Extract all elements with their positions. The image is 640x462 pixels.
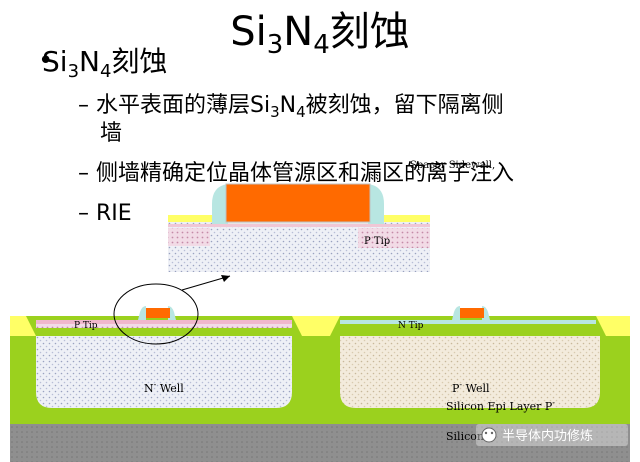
bullet-dot: • (38, 46, 54, 76)
watermark: 半导体内功修炼 (476, 424, 628, 446)
center-isolation (292, 316, 340, 336)
inset-surface-layer (168, 224, 430, 227)
watermark-text: 半导体内功修炼 (502, 428, 593, 444)
substrate-label: Silicon (446, 430, 484, 443)
inset-right-spacer (368, 184, 384, 224)
inset-left-tip (168, 228, 210, 246)
magnifier-ellipse (113, 283, 199, 345)
left-gate-spacer-left (138, 306, 146, 320)
left-p-tip-region (36, 324, 292, 328)
n-well (36, 336, 292, 408)
inset-p-tip (358, 228, 430, 248)
inset-gate (225, 183, 371, 223)
dash-rie: – RIE (78, 201, 132, 226)
inset-right-oxide (376, 215, 430, 222)
left-gate (146, 308, 170, 318)
slide-title: Si3N4刻蚀 (230, 9, 410, 60)
inset-magnified-gate: P Tip Spacer Sidewall, (168, 160, 495, 272)
dash-horizontal-etch-wrap: 墙 (100, 121, 123, 146)
n-tip-label: N Tip (398, 321, 424, 331)
magnifier-arrow (181, 275, 231, 291)
right-gate (460, 308, 484, 318)
n-well-label: N- Well (144, 380, 184, 395)
right-surface-oxide (340, 320, 596, 324)
dash-horizontal-etch: – 水平表面的薄层Si3N4被刻蚀，留下隔离侧 (78, 93, 504, 121)
left-isolation (10, 316, 36, 336)
p-well (340, 336, 600, 408)
dash-spacer-implant: – 侧墙精确定位晶体管源区和漏区的离子注入 (78, 161, 514, 186)
left-surface-implant (36, 320, 292, 324)
inset-p-tip-label: P Tip (364, 236, 390, 247)
inset-left-oxide (168, 215, 222, 222)
p-tip-label: P Tip (74, 321, 98, 331)
inset-left-spacer (212, 184, 228, 224)
p-well-label: P- Well (452, 380, 490, 395)
spacer-sidewall-label: Spacer Sidewall, (410, 160, 495, 171)
silicon-substrate (10, 424, 630, 462)
bullet-etch: Si3N4刻蚀 (42, 45, 168, 82)
right-gate-spacer-left (452, 306, 460, 320)
arrow-head (221, 275, 230, 282)
right-isolation (596, 316, 630, 336)
wechat-icon (481, 427, 497, 443)
epi-layer-label: Silicon Epi Layer P- (446, 398, 555, 413)
